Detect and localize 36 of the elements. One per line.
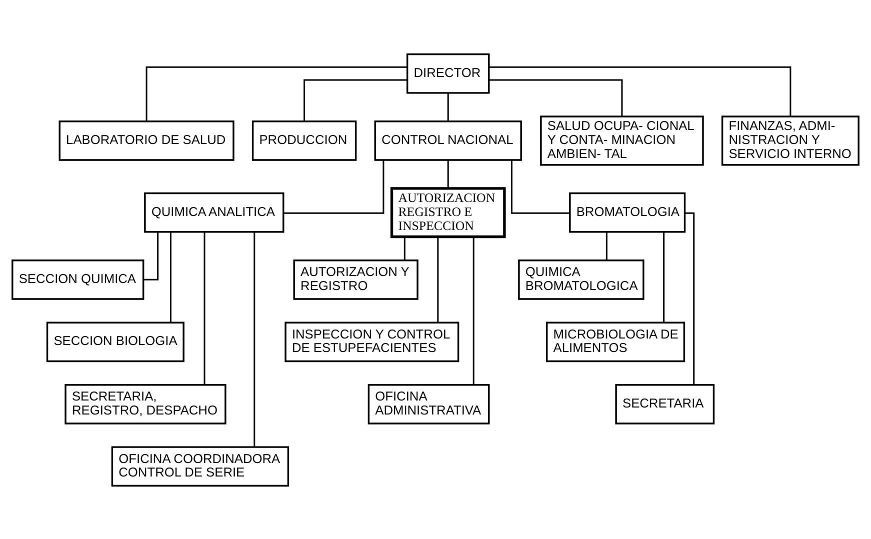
connector: [284, 160, 384, 214]
connector: [684, 212, 695, 384]
node-box: QUIMICA BROMATOLOGICA: [518, 258, 644, 300]
connector: [304, 78, 408, 121]
connector: [254, 232, 256, 446]
connector: [170, 231, 172, 322]
connector: [489, 78, 623, 116]
node-box: BROMATOLOGIA: [569, 192, 686, 232]
node-box: SALUD OCUPA- CIONAL Y CONTA- MINACION AMBIEN- TAL: [540, 115, 704, 166]
node-box: AUTORIZACION Y REGISTRO: [293, 258, 418, 300]
node-box: AUTORIZACION REGISTRO E INSPECCION: [390, 186, 506, 238]
connector: [472, 236, 474, 384]
connector: [437, 236, 439, 322]
node-box: FINANZAS, ADMI- NISTRACION Y SERVICIO INTERNO: [721, 115, 860, 166]
node-box: PRODUCCION: [252, 120, 357, 160]
node-box: DIRECTOR: [406, 52, 490, 94]
node-box: OFICINA ADMINISTRATIVA: [368, 383, 490, 424]
connector: [447, 92, 449, 121]
connector: [510, 160, 570, 214]
connector: [146, 66, 408, 120]
connector: [404, 236, 406, 260]
connector: [663, 231, 665, 322]
connector: [447, 160, 449, 188]
node-box: MICROBIOLOGIA DE ALIMENTOS: [546, 321, 686, 362]
node-box: LABORATORIO DE SALUD: [58, 120, 234, 160]
connector: [489, 66, 792, 116]
node-box: SECRETARIA: [615, 383, 715, 424]
connector: [204, 232, 206, 384]
node-box: SECCION QUIMICA: [12, 258, 144, 300]
node-box: OFICINA COORDINADORA CONTROL DE SERIE: [111, 446, 290, 486]
node-box: SECCION BIOLOGIA: [46, 321, 184, 362]
node-box: CONTROL NACIONAL: [374, 120, 522, 160]
node-box: INSPECCION Y CONTROL DE ESTUPEFACIENTES: [284, 321, 460, 362]
node-box: QUIMICA ANALITICA: [144, 192, 284, 232]
node-box: SECRETARIA, REGISTRO, DESPACHO: [64, 383, 226, 424]
connector: [606, 232, 608, 260]
